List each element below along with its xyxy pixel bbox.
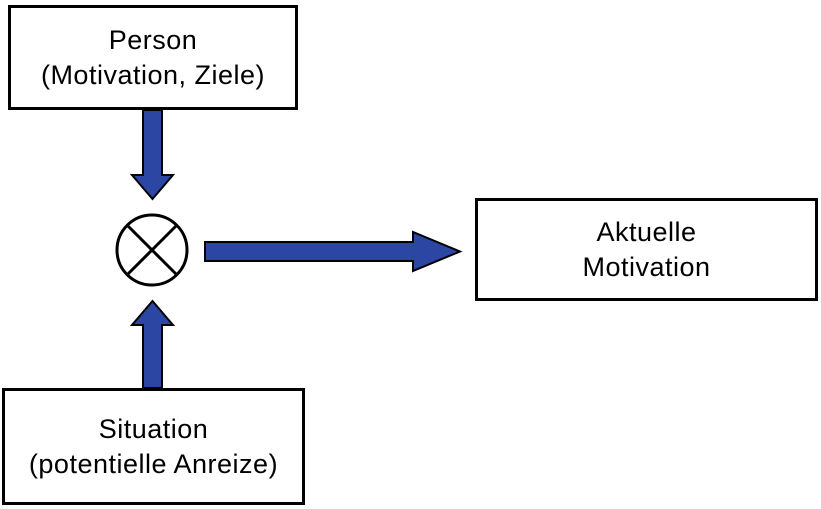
person-box-label-line2: (Motivation, Ziele) <box>40 59 266 90</box>
arrow-up-situation-to-operator <box>129 299 176 389</box>
person-box-label-line1: Person <box>108 24 198 55</box>
situation-box-label-line1: Situation <box>98 413 209 444</box>
situation-box: Situation (potentielle Anreize) <box>2 388 305 505</box>
arrow-down-person-to-operator <box>129 109 176 201</box>
multiplication-operator-icon <box>115 213 189 287</box>
result-box-label-line1: Aktuelle <box>596 216 697 247</box>
person-box: Person (Motivation, Ziele) <box>8 5 298 110</box>
result-box: Aktuelle Motivation <box>475 198 818 301</box>
situation-box-label-line2: (potentielle Anreize) <box>28 448 279 479</box>
result-box-label-line2: Motivation <box>582 251 711 282</box>
arrow-right-operator-to-result <box>204 230 463 273</box>
